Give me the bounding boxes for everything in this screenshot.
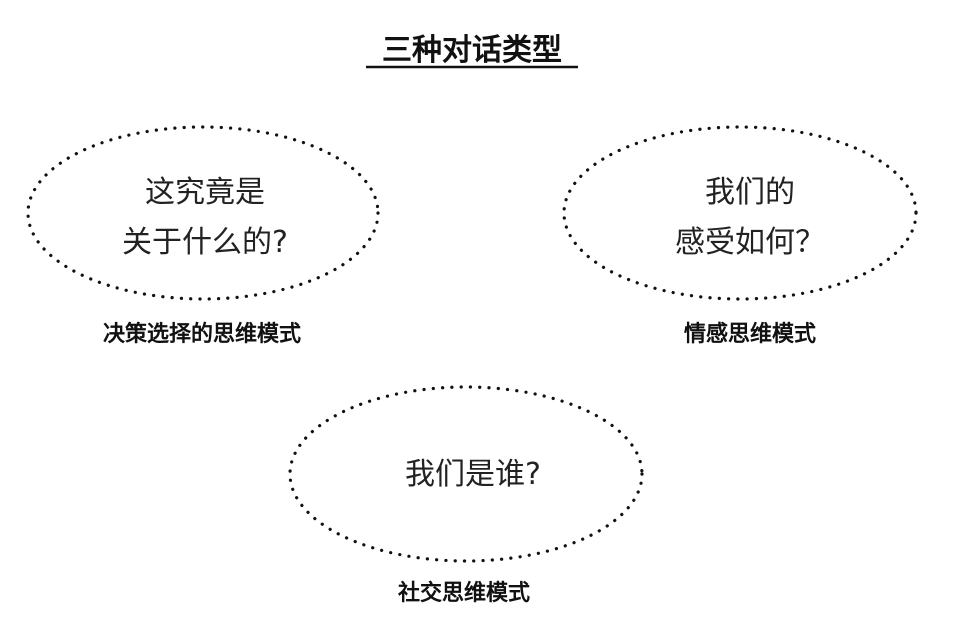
question-line-2: 关于什么的? — [122, 225, 288, 260]
question-line-1: 我们是谁? — [405, 457, 541, 492]
node-social: 我们是谁? 社交思维模式 — [288, 385, 644, 606]
question-line-1: 我们的 — [705, 175, 795, 210]
dotted-oval — [26, 125, 380, 301]
node-decision: 这究竟是 关于什么的? 决策选择的思维模式 — [26, 125, 380, 347]
node-label: 社交思维模式 — [398, 580, 530, 606]
question-line-1: 这究竟是 — [145, 175, 265, 210]
dotted-oval — [288, 385, 644, 563]
node-label: 情感思维模式 — [684, 321, 816, 347]
dotted-oval — [562, 125, 918, 301]
node-emotion: 我们的 感受如何？ 情感思维模式 — [562, 125, 918, 347]
node-label: 决策选择的思维模式 — [103, 321, 301, 347]
diagram-title: 三种对话类型 — [382, 33, 562, 68]
question-line-2: 感受如何？ — [675, 225, 825, 260]
